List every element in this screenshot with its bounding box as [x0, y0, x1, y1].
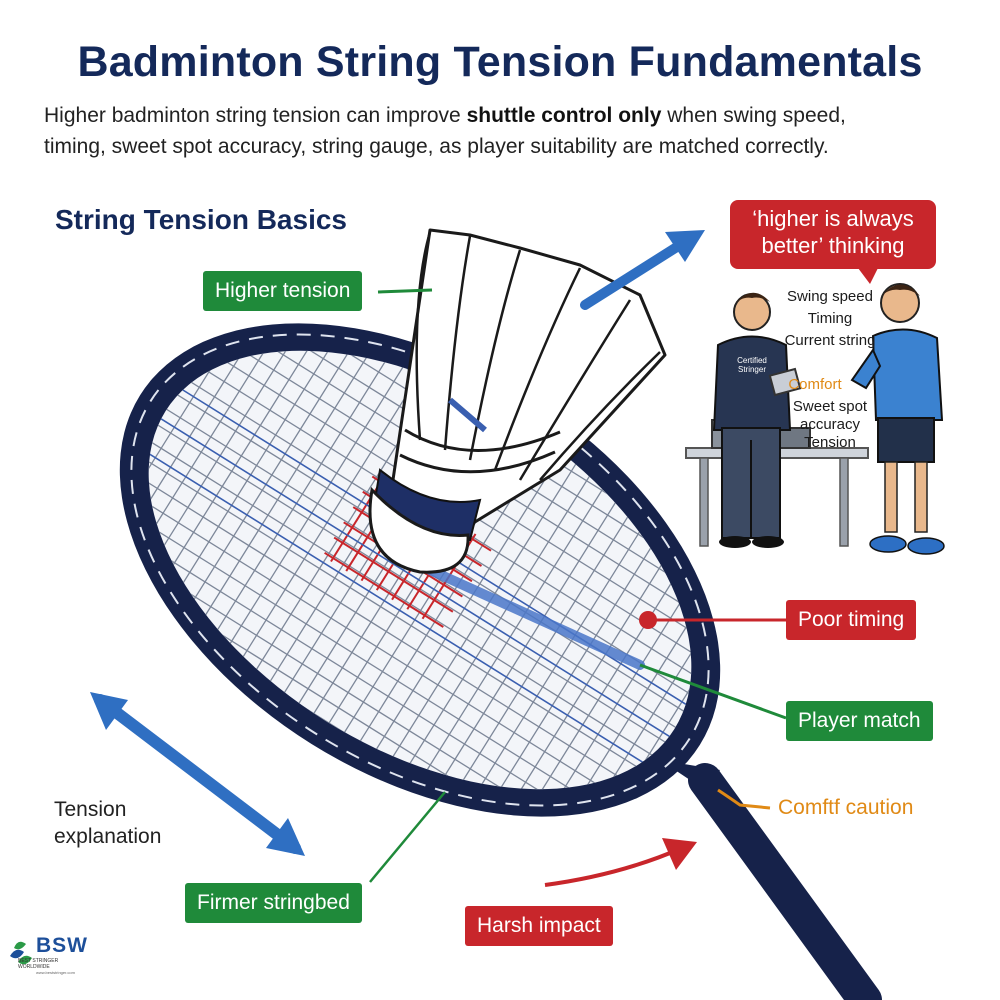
- label-tension-explanation: Tension explanation: [54, 796, 161, 850]
- string: [141, 448, 651, 768]
- string: [199, 318, 434, 693]
- logo-website: www.beststringer.com: [36, 970, 75, 975]
- string: [168, 299, 404, 674]
- factor-tension: Tension: [804, 434, 856, 451]
- intro-paragraph: Higher badminton string tension can impr…: [44, 100, 964, 162]
- intro-line2: timing, sweet spot accuracy, string gaug…: [44, 135, 829, 158]
- poor-timing-dot: [639, 611, 657, 629]
- tension-explanation-line2: explanation: [54, 825, 162, 848]
- factor-accuracy: accuracy: [799, 416, 861, 433]
- connector-firmer-stringbed: [369, 791, 446, 883]
- string: [103, 433, 682, 795]
- label-player-match: Player match: [786, 701, 933, 741]
- string: [324, 551, 444, 628]
- label-harsh-impact: Harsh impact: [465, 906, 613, 946]
- string: [75, 479, 653, 841]
- string: [113, 418, 691, 780]
- string: [443, 471, 678, 845]
- string: [367, 423, 602, 798]
- speech-bubble-line1: ‘higher is always: [752, 206, 914, 231]
- factor-comfort: Comfort: [788, 376, 842, 393]
- stringer-scene: [685, 268, 945, 555]
- string: [160, 417, 671, 738]
- factor-sweet-spot: Sweet spot: [792, 398, 868, 415]
- stringer-badge-line1: Certified: [737, 356, 767, 365]
- string: [122, 402, 701, 765]
- string: [184, 308, 419, 683]
- string: [413, 451, 648, 826]
- intro-line1-post: when swing speed,: [661, 104, 846, 127]
- intro-line1-pre: Higher badminton string tension can impr…: [44, 104, 467, 127]
- racket-shaft: [688, 763, 882, 1000]
- label-poor-timing: Poor timing: [786, 600, 917, 640]
- label-firmer-stringbed: Firmer stringbed: [185, 883, 362, 923]
- impact-trail: [425, 565, 645, 670]
- page-title: Badminton String Tension Fundamentals: [77, 38, 923, 86]
- rebound-arrow: [580, 240, 685, 310]
- intro-line1-bold: shuttle control only: [466, 104, 662, 127]
- factor-current-string: Current string: [784, 332, 876, 349]
- section-title: String Tension Basics: [55, 204, 347, 235]
- bsw-logo: BSW BEST STRINGER WORLDWIDE www.beststri…: [8, 934, 90, 975]
- label-comfort-caution: Comftf caution: [778, 796, 914, 819]
- harsh-impact-arrow: [544, 846, 683, 887]
- connector-higher-tension: [377, 288, 433, 294]
- connector-player-match: [639, 663, 787, 720]
- connector-comfort-caution: [717, 788, 771, 810]
- logo-leaf-icon: [10, 941, 32, 965]
- tension-explanation-line1: Tension: [54, 798, 127, 821]
- stringer-badge: Certified Stringer: [728, 356, 776, 374]
- string: [94, 448, 672, 811]
- string: [397, 442, 633, 817]
- string: [428, 461, 663, 836]
- factor-timing: Timing: [807, 310, 853, 327]
- factor-swing-speed: Swing speed: [787, 288, 873, 305]
- label-higher-tension: Higher tension: [203, 271, 363, 311]
- stringer-badge-line2: Stringer: [737, 365, 766, 374]
- string: [84, 463, 663, 826]
- string: [333, 536, 454, 613]
- string: [330, 476, 385, 563]
- string: [382, 432, 617, 807]
- logo-mark: BSW: [36, 934, 88, 957]
- logo-subtitle: BEST STRINGER WORLDWIDE: [18, 958, 59, 970]
- speech-bubble-line2: better’ thinking: [761, 233, 905, 258]
- speech-bubble: ‘higher is always better’ thinking: [730, 200, 936, 269]
- tension-range-arrow: [94, 694, 301, 854]
